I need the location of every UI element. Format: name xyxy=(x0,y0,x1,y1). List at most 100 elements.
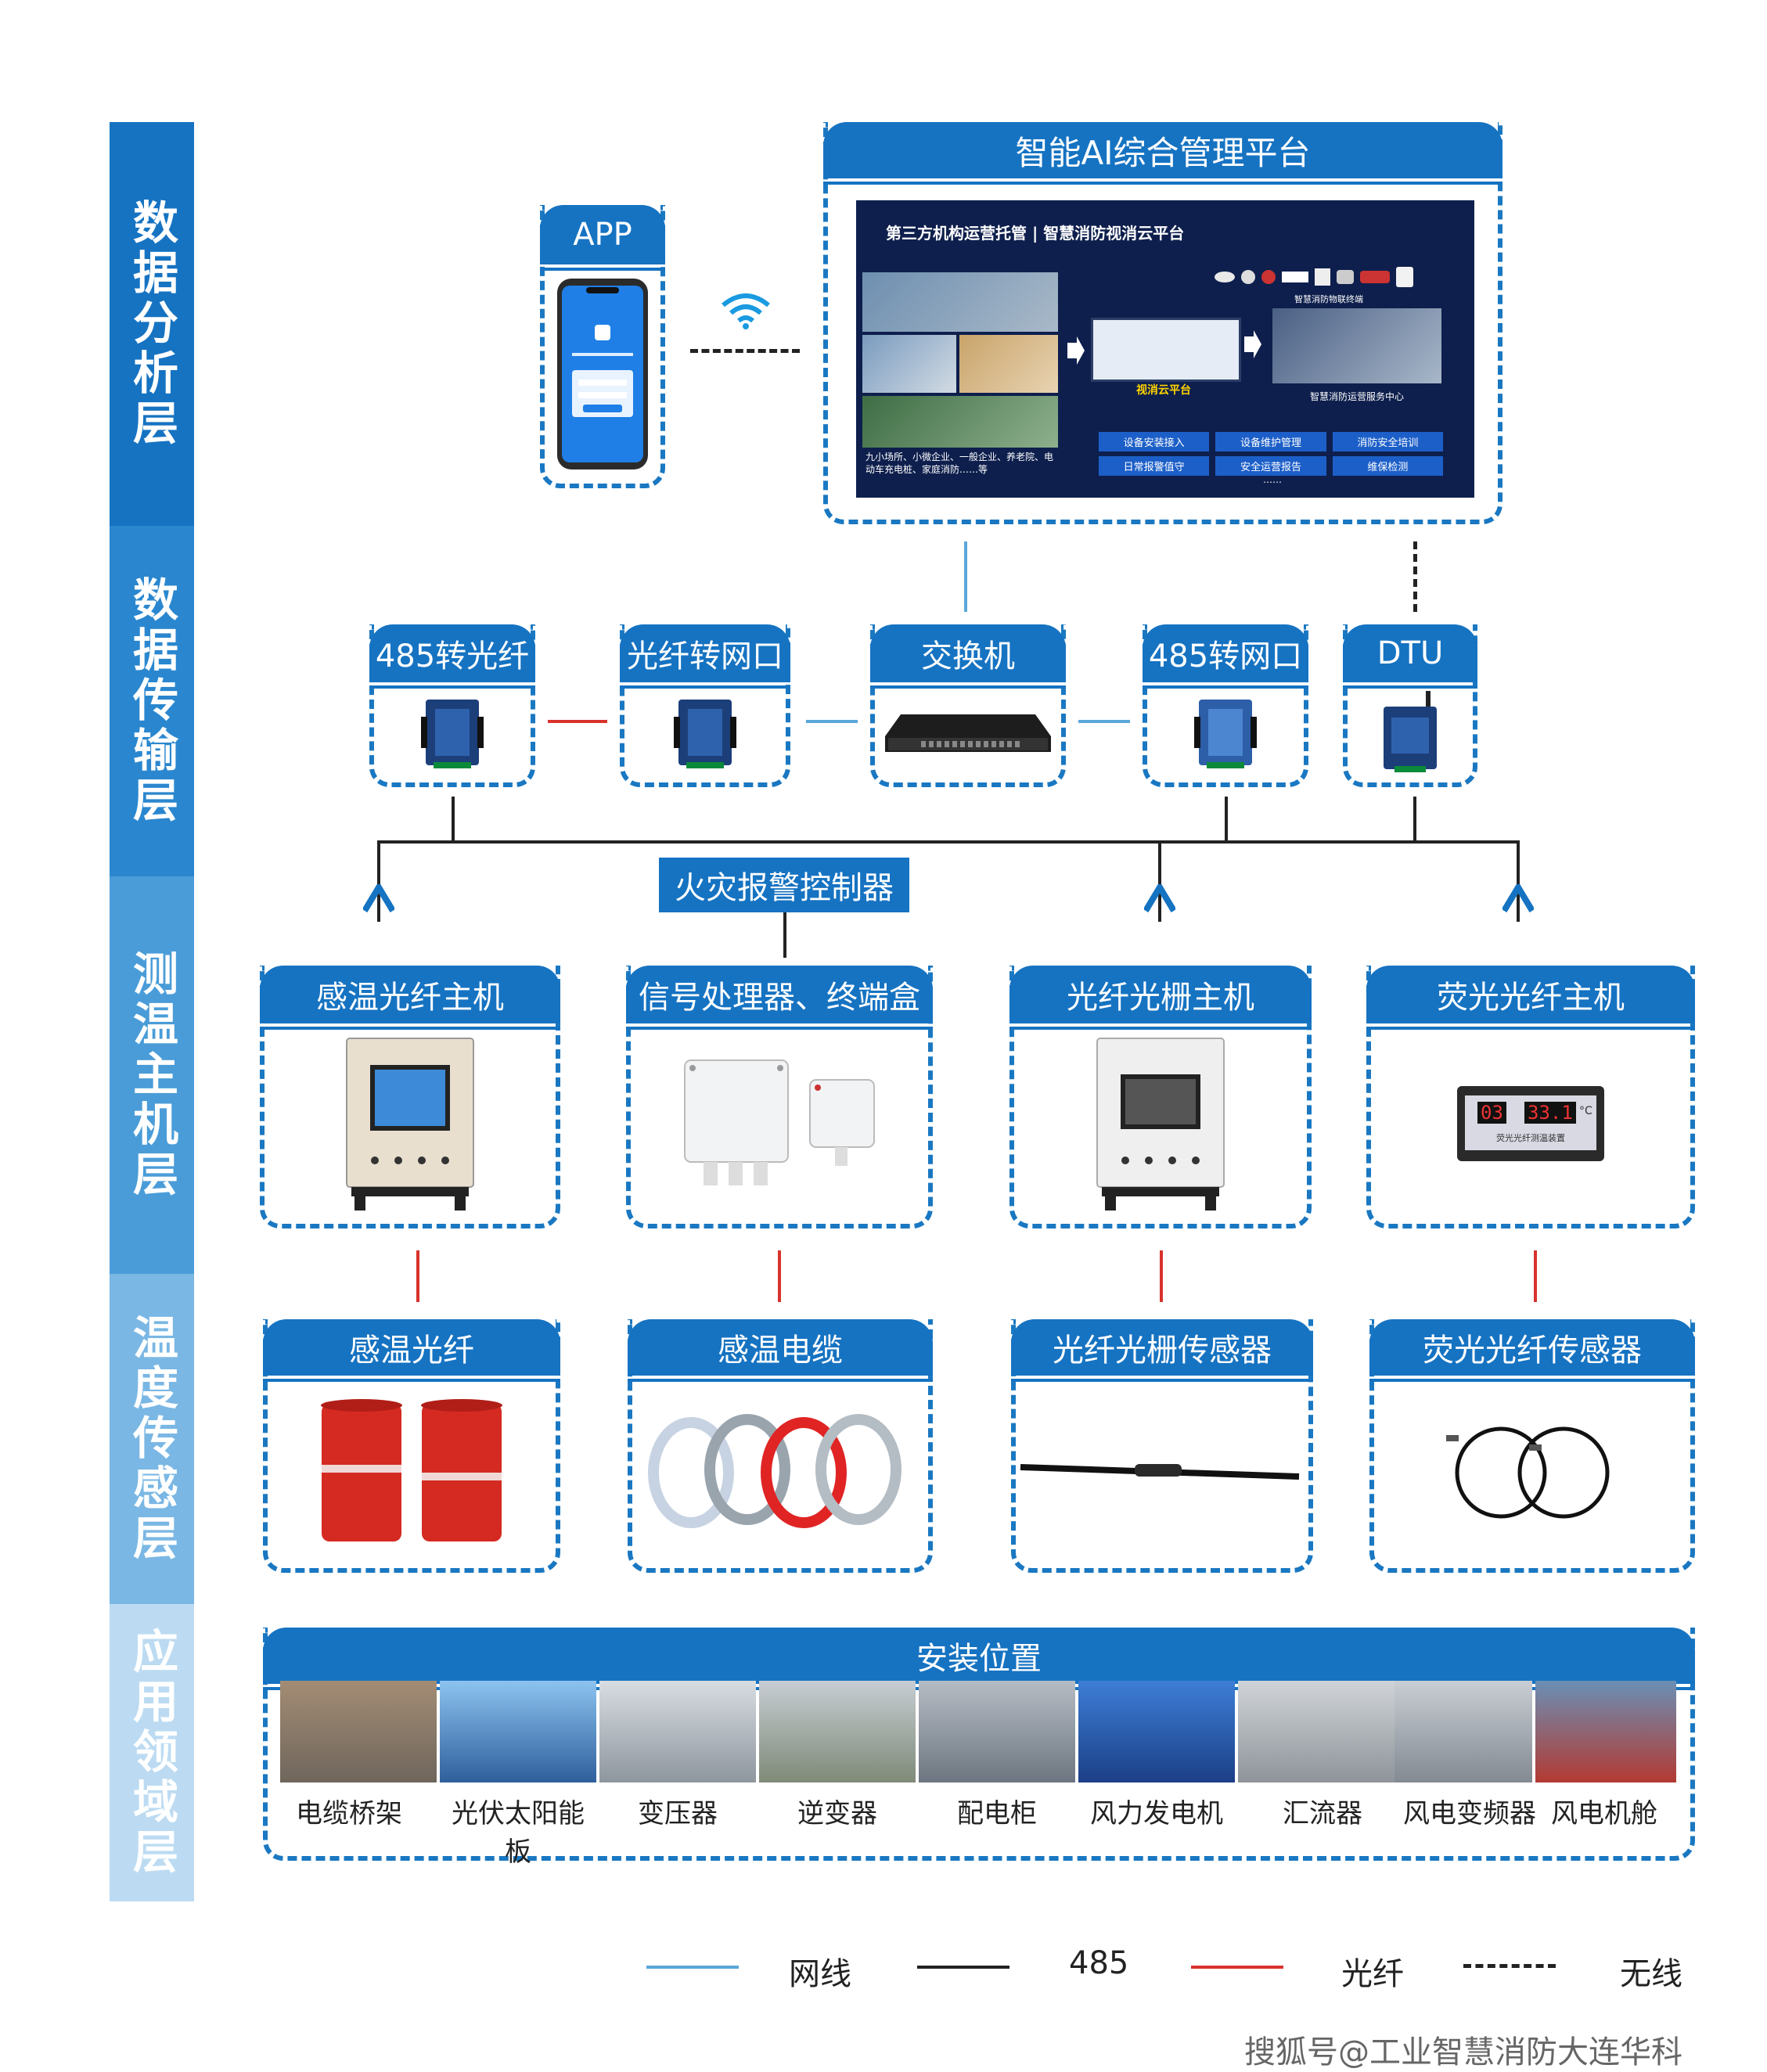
photo-building xyxy=(862,335,956,393)
fluorescent-sensor-icon xyxy=(1438,1421,1626,1523)
app-title: APP xyxy=(540,205,665,264)
install-title: 安装位置 xyxy=(263,1628,1695,1684)
host-box-dts: 感温光纤主机 xyxy=(260,966,560,1228)
location-label: 风电机舱 xyxy=(1526,1792,1682,1830)
photo-cable-tray xyxy=(280,1681,437,1782)
wireless-line-platform-dtu xyxy=(1413,541,1417,612)
arrow-right-icon xyxy=(1243,329,1263,360)
host-box-fbg: 光纤光栅主机 xyxy=(1009,966,1312,1228)
service-button: 日常报警值守 xyxy=(1099,456,1209,476)
arrow-right-icon xyxy=(1066,335,1086,366)
legend-swatch-fiber xyxy=(1191,1966,1283,1969)
heat-cable-icon xyxy=(647,1413,913,1531)
display-channel: 03 xyxy=(1477,1102,1506,1124)
platform-title: 智能AI综合管理平台 xyxy=(823,122,1502,178)
transport-box-485-net: 485转网口 xyxy=(1143,624,1308,787)
fiber-line-host-sensor xyxy=(1534,1250,1537,1302)
location-label: 电缆桥架 xyxy=(271,1792,427,1830)
transport-box-dtu: DTU xyxy=(1343,624,1477,787)
transport-title: DTU xyxy=(1343,624,1477,682)
sensor-box-fiber: 感温光纤 xyxy=(263,1319,560,1573)
location-label: 风电变频器 xyxy=(1391,1792,1548,1830)
transport-box-fiber-net: 光纤转网口 xyxy=(620,624,790,787)
converter-icon xyxy=(674,693,736,772)
bus-line-485 xyxy=(783,912,786,958)
fiber-line-host-sensor xyxy=(416,1250,419,1302)
transport-title: 485转光纤 xyxy=(369,624,535,682)
fiber-spool-icon xyxy=(318,1398,405,1546)
photo-inverter xyxy=(759,1681,916,1782)
service-buttons: 设备安装接入 设备维护管理 消防安全培训 日常报警值守 安全运营报告 维保检测 xyxy=(1099,432,1443,476)
transport-box-485-fiber: 485转光纤 xyxy=(369,624,535,787)
cloud-platform-screen xyxy=(1091,318,1241,382)
legend-label: 光纤 xyxy=(1341,1948,1404,1994)
photo-distribution-cabinet xyxy=(919,1681,1075,1782)
fiber-spool-icon xyxy=(419,1398,505,1546)
layer-data-analysis: 数据分析层 xyxy=(110,122,194,526)
location-label: 光伏太阳能板 xyxy=(440,1792,596,1869)
fiber-line-host-sensor xyxy=(778,1250,781,1302)
arrow-up-icon xyxy=(1502,884,1534,912)
platform-screen: 第三方机构运营托管 | 智慧消防视消云平台 九小场所、小微企业、一般企业、养老院… xyxy=(856,200,1474,498)
photo-wind-converter xyxy=(1395,1681,1532,1782)
layer-application: 应用领域层 xyxy=(110,1604,194,1901)
photo-shop xyxy=(959,335,1058,393)
smartphone-icon xyxy=(555,276,650,472)
photo-indoor xyxy=(862,272,1058,332)
bus-line-485 xyxy=(1225,797,1228,842)
arrow-up-icon xyxy=(1144,884,1175,912)
host-title: 荧光光纤主机 xyxy=(1366,966,1695,1023)
wireless-line-app xyxy=(690,349,800,353)
cloud-label: 视消云平台 xyxy=(1091,382,1236,397)
legend-label: 485 xyxy=(1069,1945,1128,1981)
fbg-sensor-icon xyxy=(1017,1448,1307,1495)
photo-wind-nacelle xyxy=(1535,1681,1676,1782)
bus-line-485 xyxy=(377,840,1520,844)
service-button: 维保检测 xyxy=(1333,456,1443,476)
photo-solar-panel xyxy=(440,1681,596,1782)
net-line-transport xyxy=(806,720,858,723)
terminal-devices xyxy=(1215,266,1441,288)
display-temperature: 33.1 xyxy=(1524,1102,1576,1124)
service-button: 安全运营报告 xyxy=(1215,456,1326,476)
sensor-title: 光纤光栅传感器 xyxy=(1011,1319,1313,1376)
photo-service-center xyxy=(1272,308,1441,383)
legend-swatch-485 xyxy=(917,1966,1009,1969)
photo-parking xyxy=(862,396,1058,448)
service-button: 设备安装接入 xyxy=(1099,432,1209,451)
wifi-icon xyxy=(720,291,772,330)
legend-label: 网线 xyxy=(789,1948,851,1994)
layer-sensor: 温度传感层 xyxy=(110,1274,194,1604)
host-title: 感温光纤主机 xyxy=(260,966,560,1023)
fiber-line-transport xyxy=(548,720,607,723)
service-button: 消防安全培训 xyxy=(1333,432,1443,451)
host-box-fluorescent: 荧光光纤主机 03 33.1 °C 荧光光纤测温装置 xyxy=(1366,966,1695,1228)
terminal-label: 智慧消防物联终端 xyxy=(1294,293,1363,305)
fire-alarm-controller-label: 火灾报警控制器 xyxy=(659,858,909,912)
bus-line-485 xyxy=(1413,797,1416,842)
layer-data-transport: 数据传输层 xyxy=(110,526,194,876)
host-box-signal-processor: 信号处理器、终端盒 xyxy=(626,966,933,1228)
app-box: APP xyxy=(540,205,665,488)
screen-caption: 九小场所、小微企业、一般企业、养老院、电动车充电桩、家庭消防……等 xyxy=(866,451,1061,476)
photo-combiner-box xyxy=(1238,1681,1395,1782)
sensor-box-cable: 感温电缆 xyxy=(628,1319,933,1573)
photo-wind-generator xyxy=(1078,1681,1235,1782)
more-dots: …… xyxy=(1263,474,1282,485)
service-button: 设备维护管理 xyxy=(1215,432,1326,451)
host-title: 光纤光栅主机 xyxy=(1009,966,1312,1023)
display-unit: °C xyxy=(1579,1105,1592,1117)
screen-title: 第三方机构运营托管 | 智慧消防视消云平台 xyxy=(886,221,1184,243)
transport-title: 光纤转网口 xyxy=(620,624,790,682)
legend-swatch-net xyxy=(646,1966,739,1969)
sensor-title: 荧光光纤传感器 xyxy=(1369,1319,1695,1376)
dtu-icon xyxy=(1379,689,1441,775)
arrow-up-icon xyxy=(363,884,394,912)
fiber-line-host-sensor xyxy=(1160,1250,1163,1302)
sensor-box-fluorescent: 荧光光纤传感器 xyxy=(1369,1319,1695,1573)
photo-transformer xyxy=(599,1681,756,1782)
sensor-title: 感温电缆 xyxy=(628,1319,933,1376)
layer-host: 测温主机层 xyxy=(110,876,194,1274)
legend-label: 无线 xyxy=(1620,1948,1682,1994)
location-label: 配电柜 xyxy=(919,1792,1075,1830)
